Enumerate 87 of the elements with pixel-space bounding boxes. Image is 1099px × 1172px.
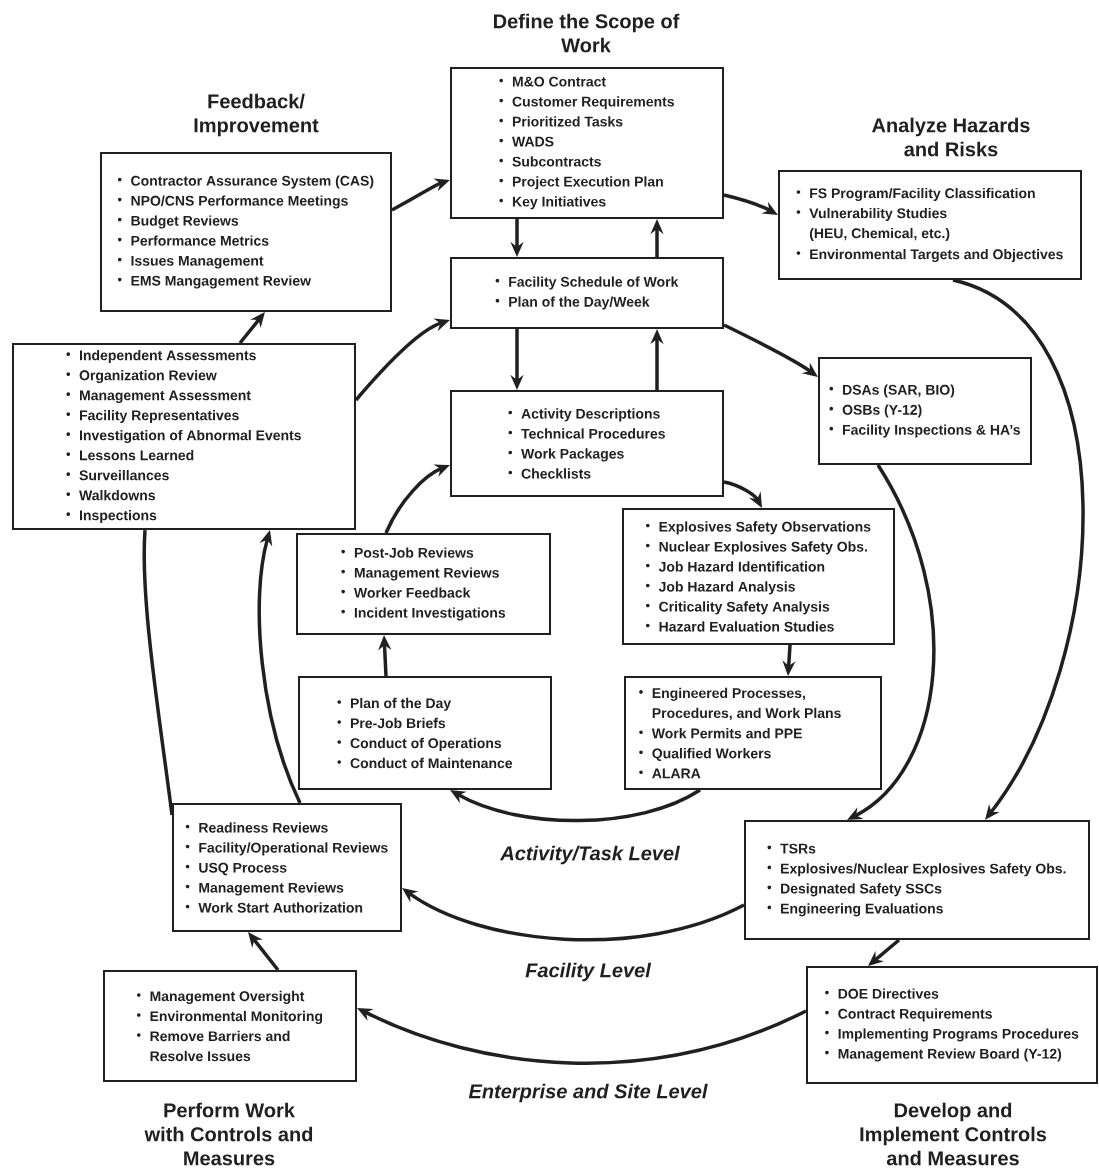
list-item: Surveillances [66,470,169,481]
stage-heading: Define the Scope of Work [494,13,680,53]
list-item: Designated Safety SSCs [767,883,942,897]
list-item: Explosives Safety Observations [646,521,871,535]
list-box [624,676,882,790]
list-box [172,803,402,932]
list-item: WADS [499,136,554,147]
list-item: Issues Management [117,255,264,269]
list-item: Facility Representatives [66,410,239,424]
level-label: Activity/Task Level [499,845,680,865]
list-item: Project Execution Plan [499,176,663,190]
list-item: Incident Investigations [341,607,506,621]
list-item: EMS Mangagement Review [117,275,312,289]
list-item: Work Permits and PPE [639,728,802,739]
list-item: FS Program/Facility Classification [796,187,1035,202]
list-item: Management Oversight [137,990,305,1004]
list-item: Nuclear Explosives Safety Obs. [646,541,867,555]
list-item: Key Initiatives [499,196,606,210]
list-item: OSBs (Y-12) [829,404,922,418]
list-item: Plan of the Day/Week [495,296,650,310]
list-item: Post-Job Reviews [341,547,474,558]
list-item: Independent Assessments [66,350,256,364]
list-item: TSRs [767,843,816,854]
list-item: USQ Process [185,862,287,876]
list-item: Performance Metrics [117,235,269,246]
list-item: Job Hazard Analysis [646,581,795,595]
stage-heading: Perform Work with Controls and Measures [144,1102,313,1166]
list-item: Budget Reviews [117,215,239,229]
list-item: Conduct of Maintenance [337,757,513,769]
list-item: Work Start Authorization [185,902,363,913]
list-item: DOE Directives [825,988,939,999]
list-box [296,533,551,635]
list-item: DSAs (SAR, BIO) [829,384,955,398]
list-item: Customer Requirements [499,96,674,110]
list-item: Conduct of Operations [337,737,502,751]
list-item: Environmental Monitoring [137,1010,323,1024]
list-item: Contract Requirements [825,1008,992,1022]
list-item: Checklists [508,468,591,479]
list-item: Technical Procedures [508,428,665,439]
list-box [450,390,724,497]
list-item: Activity Descriptions [508,408,660,422]
list-item: Management Review Board (Y-12) [825,1048,1062,1062]
list-item: Organization Review [66,370,217,384]
list-item: Job Hazard Identification [646,561,825,572]
list-box [450,257,724,329]
list-item: Environmental Targets and Objectives [796,248,1063,263]
stage-heading: Feedback/ Improvement [194,93,319,137]
list-item: Investigation of Abnormal Events [66,430,301,444]
list-box [12,343,356,531]
list-item: Facility/Operational Reviews [185,842,388,856]
list-item: Subcontracts [499,156,601,167]
list-item: Implementing Programs Procedures [825,1028,1079,1042]
list-item: M&O Contract [499,76,606,87]
list-item: Contractor Assurance System (CAS) [117,175,374,189]
list-item: Criticality Safety Analysis [646,601,830,615]
list-box [744,820,1090,940]
list-item: Qualified Workers [639,748,771,761]
list-item: Facility Inspections & HA’s [829,424,1020,438]
list-item: Engineering Evaluations [767,903,943,917]
list-item: Inspections [66,510,157,524]
list-item: Walkdowns [66,490,155,501]
level-label: Enterprise and Site Level [468,1083,708,1103]
list-item: Engineered Processes, Procedures, and Work Plans [639,687,841,721]
list-box [818,357,1032,465]
list-box [298,676,552,790]
list-item: Hazard Evaluation Studies [646,621,834,632]
connector-line [142,530,174,816]
list-item: Work Packages [508,448,624,462]
stage-heading: Develop and Implement Controls and Measures [860,1102,1047,1166]
list-item: Management Assessment [66,390,251,404]
list-item: Management Reviews [341,567,499,581]
list-item: Pre-Job Briefs [337,717,446,729]
list-item: Vulnerability Studies (HEU, Chemical, etc.) [796,207,950,241]
list-item: Readiness Reviews [185,822,328,833]
level-label: Facility Level [525,962,652,982]
list-item: Management Reviews [185,882,344,896]
list-item: Plan of the Day [337,697,452,711]
list-item: Explosives/Nuclear Explosives Safety Obs. [767,863,1066,877]
list-item: ALARA [639,768,701,779]
list-item: Prioritized Tasks [499,116,623,127]
list-item: Worker Feedback [341,587,471,598]
list-item: Facility Schedule of Work [495,276,679,290]
list-item: Lessons Learned [66,450,194,461]
list-box [622,508,895,645]
list-item: Remove Barriers and Resolve Issues [137,1030,290,1062]
list-item: NPO/CNS Performance Meetings [117,195,348,209]
stage-heading: Analyze Hazards and Risks [872,117,1030,157]
